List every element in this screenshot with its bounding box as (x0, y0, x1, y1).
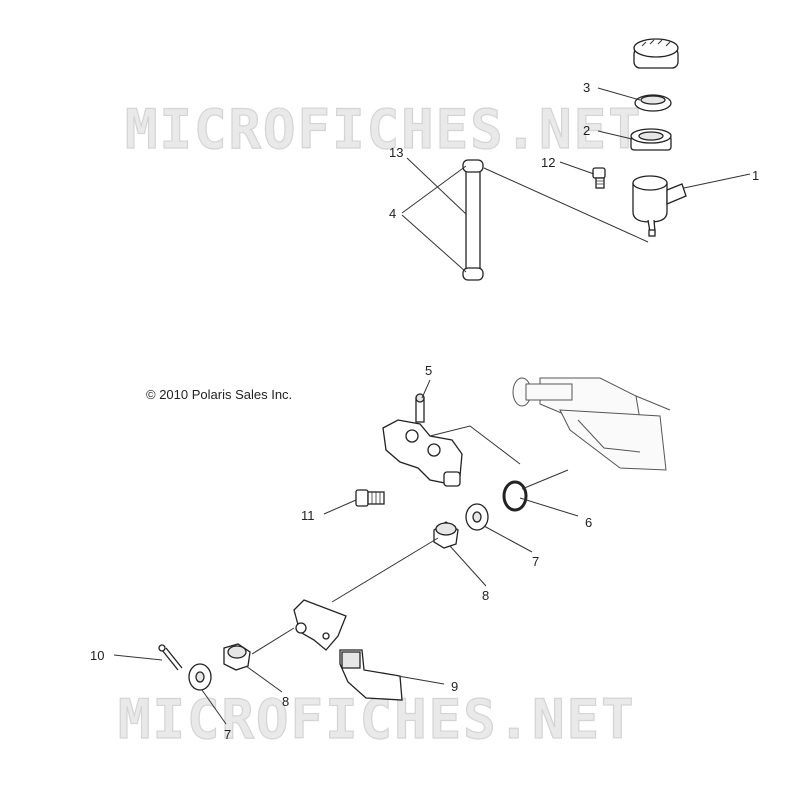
callout-8-upper: 8 (482, 588, 489, 603)
diaphragm-part-3 (634, 94, 672, 112)
cotter-pin-part-10 (158, 644, 183, 671)
callout-13: 13 (389, 145, 403, 160)
callout-8-lower: 8 (282, 694, 289, 709)
washer-part-7-upper (465, 503, 489, 531)
callout-7-lower: 7 (224, 727, 231, 742)
callout-9: 9 (451, 679, 458, 694)
watermark-top: MICROFICHES.NET (125, 98, 643, 161)
copyright-text: © 2010 Polaris Sales Inc. (146, 387, 292, 402)
bolt-part-12 (592, 167, 606, 189)
reservoir-part-1 (632, 175, 687, 237)
callout-1: 1 (752, 168, 759, 183)
callout-3: 3 (583, 80, 590, 95)
callout-10: 10 (90, 648, 104, 663)
callout-6: 6 (585, 515, 592, 530)
callout-12: 12 (541, 155, 555, 170)
callout-2: 2 (583, 123, 590, 138)
callout-7-upper: 7 (532, 554, 539, 569)
plate-part-2 (630, 128, 672, 151)
callout-5: 5 (425, 363, 432, 378)
callout-4: 4 (389, 206, 396, 221)
washer-part-7-lower (188, 663, 212, 691)
bushing-part-8-lower (223, 643, 251, 671)
bolt-part-11 (355, 489, 385, 507)
clamp-part-4-bottom (462, 267, 484, 281)
bushing-part-8-upper (433, 521, 459, 549)
frame-reference (512, 377, 671, 471)
reservoir-cap (633, 38, 679, 69)
callout-11: 11 (301, 508, 315, 523)
snap-ring-part-6 (502, 469, 569, 512)
master-cylinder-part-5 (382, 393, 521, 487)
brake-pedal-part-9 (293, 599, 403, 701)
hose-part-13 (465, 167, 481, 275)
clamp-part-4-top (462, 159, 484, 173)
